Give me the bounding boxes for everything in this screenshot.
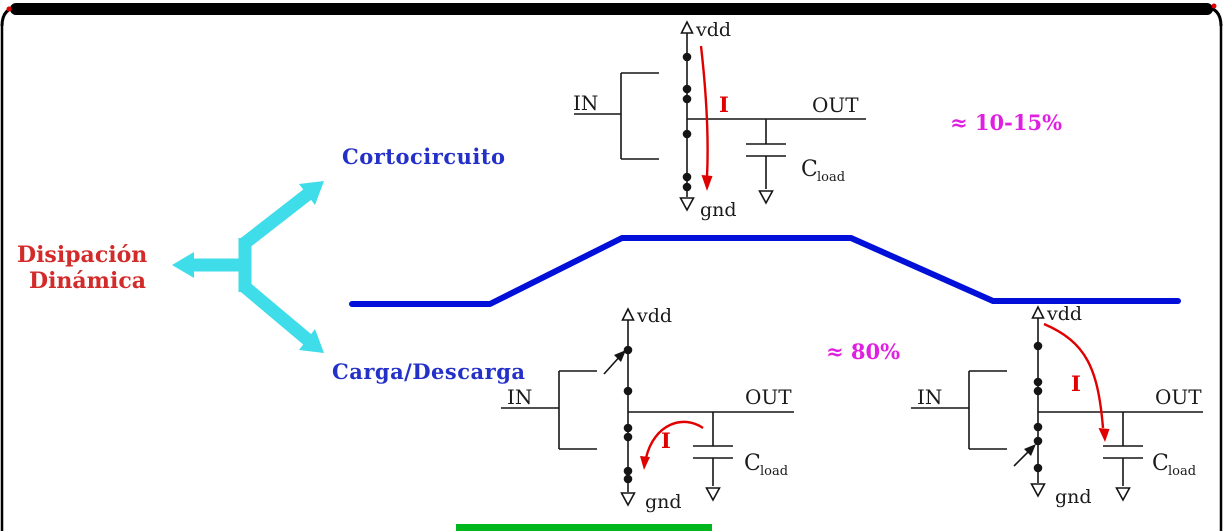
cap-sub-label: load	[817, 170, 845, 185]
transistor-nodes	[682, 52, 692, 192]
branch-label-shortcircuit: Cortocircuito	[342, 144, 506, 169]
corner-dot-right	[1211, 3, 1217, 9]
current-arrow	[699, 45, 713, 191]
branch-arrow	[172, 181, 324, 353]
cap-ground-symbol	[705, 487, 721, 502]
gnd-symbol	[1030, 483, 1046, 498]
current-arrow-shaft	[1043, 322, 1105, 429]
vdd-symbol	[621, 307, 635, 321]
switch-lever	[1013, 444, 1036, 467]
switch-lever-head	[1024, 444, 1036, 456]
corner-dot-left	[6, 6, 12, 12]
out-label: OUT	[812, 93, 859, 117]
cap-label: C	[1152, 451, 1169, 476]
cap-sub-label: load	[1168, 464, 1196, 479]
switch-lever-head	[614, 350, 626, 362]
branch-label-charge-discharge: Carga/Descarga	[332, 359, 526, 384]
input-waveform	[349, 235, 1181, 307]
circuit-charge: vdd gnd IN OUT C load I	[501, 305, 794, 513]
cap-ground-symbol	[1115, 487, 1131, 502]
vdd-label: vdd	[695, 19, 731, 41]
branch-arrow-down-head	[299, 329, 324, 353]
circuit-shortcircuit: vdd gnd IN OUT C load I	[573, 19, 866, 221]
frame-corner-left	[0, 5, 21, 27]
frame-corner-right	[1202, 5, 1223, 27]
out-label: OUT	[1155, 385, 1202, 409]
branch-arrow-up-shaft	[241, 188, 312, 249]
current-arrow-head	[1098, 428, 1110, 442]
current-label: I	[661, 428, 671, 453]
cap-sub-label: load	[760, 464, 788, 479]
switch-lever	[603, 350, 626, 375]
current-arrow-head	[640, 456, 650, 470]
cap-label: C	[801, 157, 818, 182]
transistor-nodes	[1033, 341, 1043, 473]
branch-arrow-left-head	[172, 252, 194, 278]
current-arrow	[1043, 322, 1110, 442]
cap-ground-symbol	[758, 190, 774, 205]
vdd-symbol	[1031, 305, 1045, 319]
gnd-label: gnd	[1055, 486, 1092, 508]
capacitor	[693, 445, 733, 459]
gnd-label: gnd	[700, 199, 737, 221]
vdd-label: vdd	[636, 305, 672, 327]
current-arrow	[640, 420, 704, 470]
bottom-green-bar	[456, 524, 712, 531]
circuit-discharge: vdd gnd IN OUT C load I	[911, 303, 1203, 508]
in-label: IN	[507, 385, 532, 409]
frame-top-bar	[10, 3, 1213, 15]
capacitor	[746, 143, 786, 157]
percent-charge-discharge: ≈ 80%	[826, 339, 900, 364]
gnd-symbol	[620, 492, 636, 507]
heading: Disipación Dinámica	[17, 242, 147, 294]
current-label: I	[1071, 371, 1081, 396]
heading-line2: Dinámica	[29, 268, 146, 294]
vdd-label: vdd	[1046, 303, 1082, 325]
percent-shortcircuit: ≈ 10-15%	[950, 110, 1062, 135]
current-arrow-head	[701, 175, 713, 191]
branch-arrow-down-shaft	[240, 282, 313, 345]
in-label: IN	[917, 385, 942, 409]
current-label: I	[719, 92, 729, 117]
transistor-nodes	[623, 345, 633, 484]
vdd-symbol	[680, 20, 694, 34]
current-arrow-shaft	[699, 45, 709, 178]
capacitor	[1103, 445, 1143, 459]
cap-label: C	[744, 451, 761, 476]
gnd-symbol	[679, 197, 695, 212]
branch-arrow-up-head	[299, 181, 324, 205]
out-label: OUT	[745, 385, 792, 409]
slide-frame	[0, 3, 1223, 531]
in-label: IN	[573, 91, 598, 115]
current-arrow-shaft	[644, 420, 704, 459]
gnd-label: gnd	[645, 491, 682, 513]
heading-line1: Disipación	[17, 242, 147, 268]
